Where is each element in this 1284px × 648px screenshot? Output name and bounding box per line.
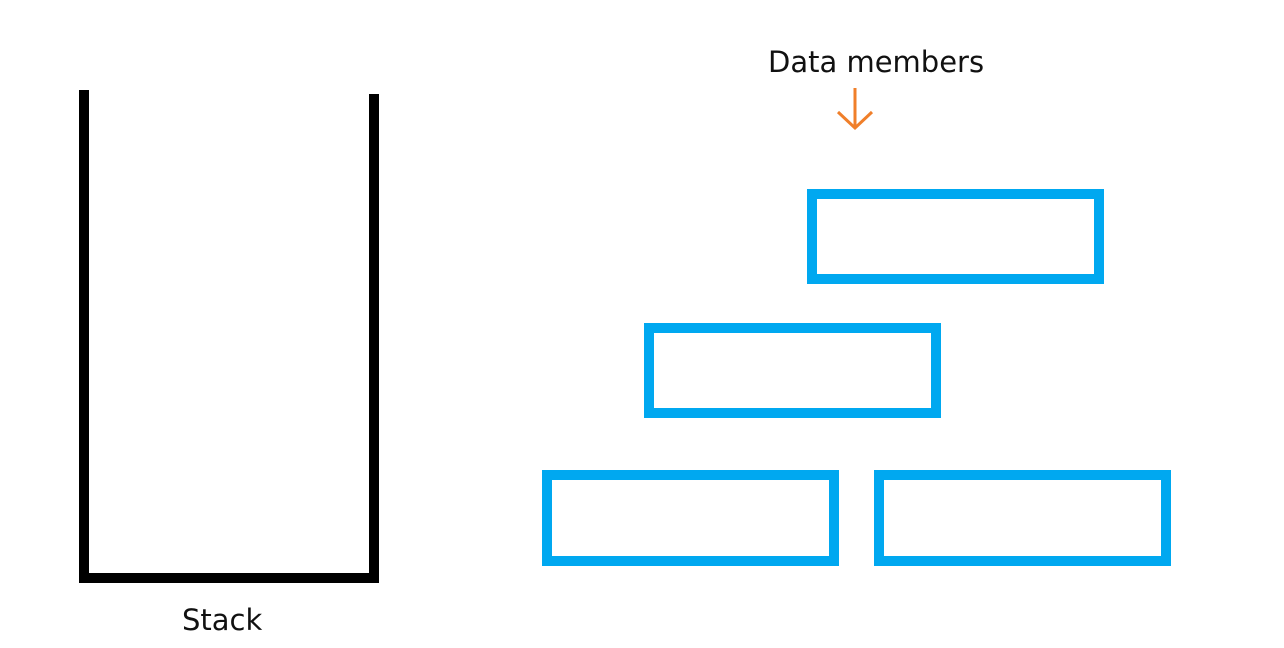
stack-left-wall: [79, 90, 89, 582]
data-member-block: [644, 323, 941, 418]
data-member-block: [874, 470, 1171, 566]
stack-right-wall: [369, 94, 379, 582]
data-members-label: Data members: [768, 45, 985, 79]
arrow-down-icon: [836, 88, 874, 131]
data-member-block: [807, 189, 1104, 284]
data-member-block: [542, 470, 839, 566]
stack-label: Stack: [182, 603, 263, 637]
stack-bottom-wall: [79, 573, 379, 583]
